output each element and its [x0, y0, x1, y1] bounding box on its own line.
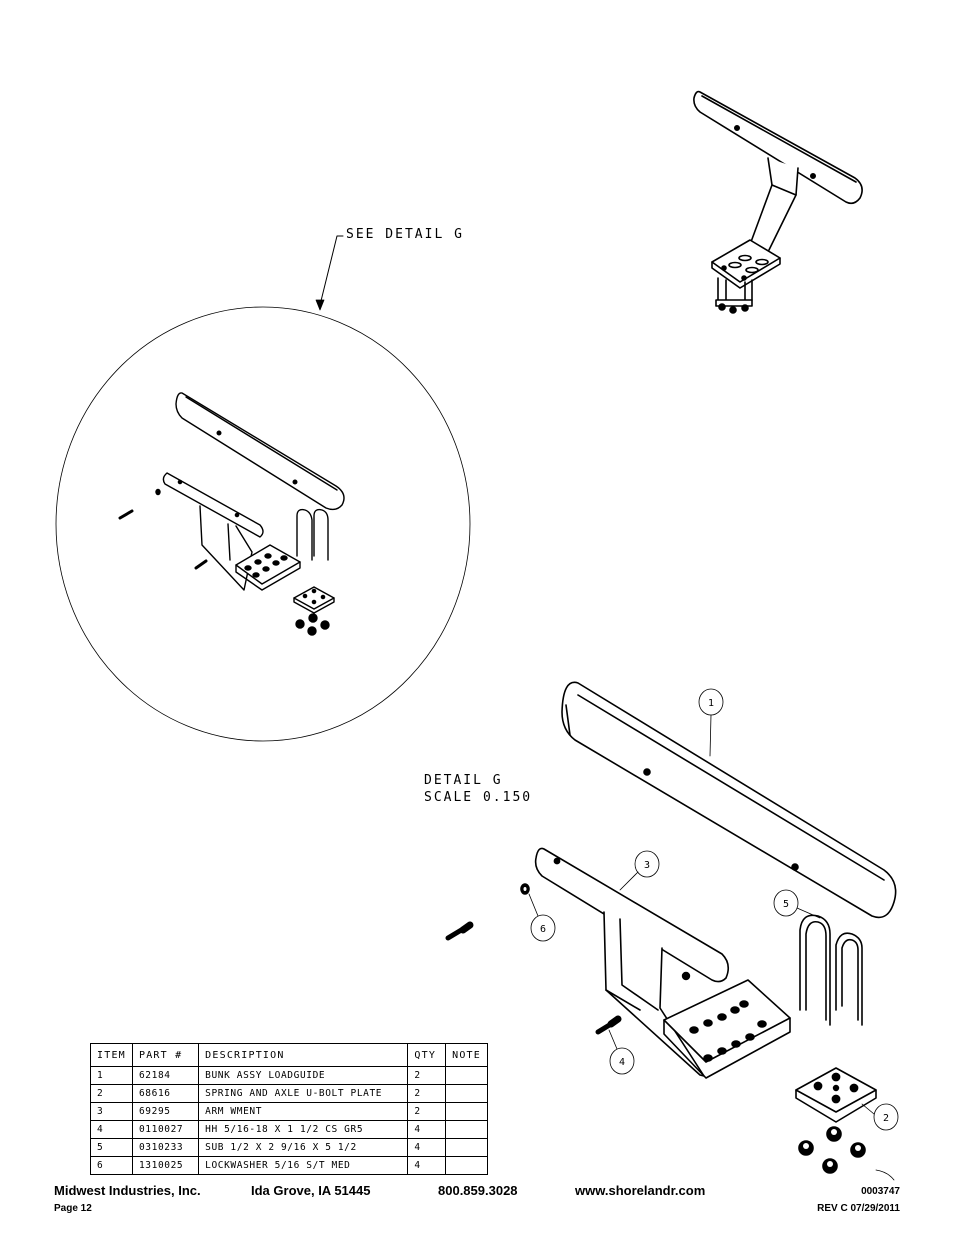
balloon-label-3: 3	[644, 860, 650, 871]
cell-description: HH 5/16-18 X 1 1/2 CS GR5	[198, 1120, 409, 1139]
header-part: PART #	[131, 1043, 200, 1067]
cell-item: 1	[90, 1066, 133, 1085]
detail-scale-line: SCALE 0.150	[424, 790, 533, 805]
footer-website: www.shorelandr.com	[575, 1183, 706, 1198]
footer-phone: 800.859.3028	[438, 1183, 518, 1198]
footer-location: Ida Grove, IA 51445	[251, 1183, 371, 1198]
cell-qty: 4	[407, 1120, 447, 1139]
cell-note	[445, 1120, 488, 1139]
cell-qty: 2	[407, 1066, 447, 1085]
balloon-label-2: 2	[883, 1113, 889, 1124]
cell-description: ARM WMENT	[198, 1102, 409, 1121]
table-row: 5 0310233 SUB 1/2 X 2 9/16 X 5 1/2 4	[90, 1138, 488, 1157]
small-assembly-view	[693, 90, 863, 314]
balloon-label-5: 5	[783, 899, 789, 910]
cell-qty: 2	[407, 1102, 447, 1121]
header-description: DESCRIPTION	[198, 1043, 409, 1067]
cell-qty: 4	[407, 1156, 447, 1175]
cell-part: 0310233	[131, 1138, 200, 1157]
table-row: 2 68616 SPRING AND AXLE U-BOLT PLATE 2	[90, 1084, 488, 1103]
cell-part: 69295	[131, 1102, 200, 1121]
cell-item: 6	[90, 1156, 133, 1175]
header-qty: QTY	[407, 1043, 447, 1067]
cell-part: 62184	[131, 1066, 200, 1085]
header-note: NOTE	[445, 1043, 488, 1067]
cell-note	[445, 1102, 488, 1121]
detail-leader-arrow	[315, 299, 325, 311]
cell-item: 5	[90, 1138, 133, 1157]
detail-circle	[55, 306, 471, 742]
footer-doc-number: 0003747	[861, 1186, 900, 1197]
cell-note	[445, 1138, 488, 1157]
parts-table: ITEM PART # DESCRIPTION QTY NOTE 1 62184…	[90, 1043, 488, 1175]
circle-exploded-view	[118, 392, 345, 636]
cell-note	[445, 1066, 488, 1085]
balloon-label-6: 6	[540, 924, 546, 935]
cell-description: SPRING AND AXLE U-BOLT PLATE	[198, 1084, 409, 1103]
cell-part: 68616	[131, 1084, 200, 1103]
cell-note	[445, 1084, 488, 1103]
footer-page-number: Page 12	[54, 1203, 92, 1214]
cell-part: 0110027	[131, 1120, 200, 1139]
header-item: ITEM	[90, 1043, 133, 1067]
parts-table-container: ITEM PART # DESCRIPTION QTY NOTE 1 62184…	[88, 1040, 488, 1177]
table-row: 6 1310025 LOCKWASHER 5/16 S/T MED 4	[90, 1156, 488, 1175]
cell-description: LOCKWASHER 5/16 S/T MED	[198, 1156, 409, 1175]
detail-title: DETAIL G SCALE 0.150	[424, 772, 532, 806]
detail-leader-line	[319, 235, 344, 306]
cell-description: BUNK ASSY LOADGUIDE	[198, 1066, 409, 1085]
see-detail-callout: SEE DETAIL G	[346, 227, 464, 242]
table-row: 1 62184 BUNK ASSY LOADGUIDE 2	[90, 1066, 488, 1085]
cell-item: 4	[90, 1120, 133, 1139]
cell-note	[445, 1156, 488, 1175]
table-row: 3 69295 ARM WMENT 2	[90, 1102, 488, 1121]
balloon-label-1: 1	[708, 698, 714, 709]
footer-company: Midwest Industries, Inc.	[54, 1183, 201, 1198]
cell-item: 3	[90, 1102, 133, 1121]
cell-description: SUB 1/2 X 2 9/16 X 5 1/2	[198, 1138, 409, 1157]
large-exploded-view	[445, 681, 897, 1174]
table-row: 4 0110027 HH 5/16-18 X 1 1/2 CS GR5 4	[90, 1120, 488, 1139]
footer-revision: REV C 07/29/2011	[817, 1203, 900, 1214]
cell-qty: 4	[407, 1138, 447, 1157]
cell-part: 1310025	[131, 1156, 200, 1175]
parts-table-header: ITEM PART # DESCRIPTION QTY NOTE	[90, 1043, 488, 1067]
balloon-callouts	[528, 688, 899, 1181]
cell-qty: 2	[407, 1084, 447, 1103]
detail-title-line1: DETAIL G	[424, 773, 503, 788]
cell-item: 2	[90, 1084, 133, 1103]
balloon-label-4: 4	[619, 1057, 625, 1068]
